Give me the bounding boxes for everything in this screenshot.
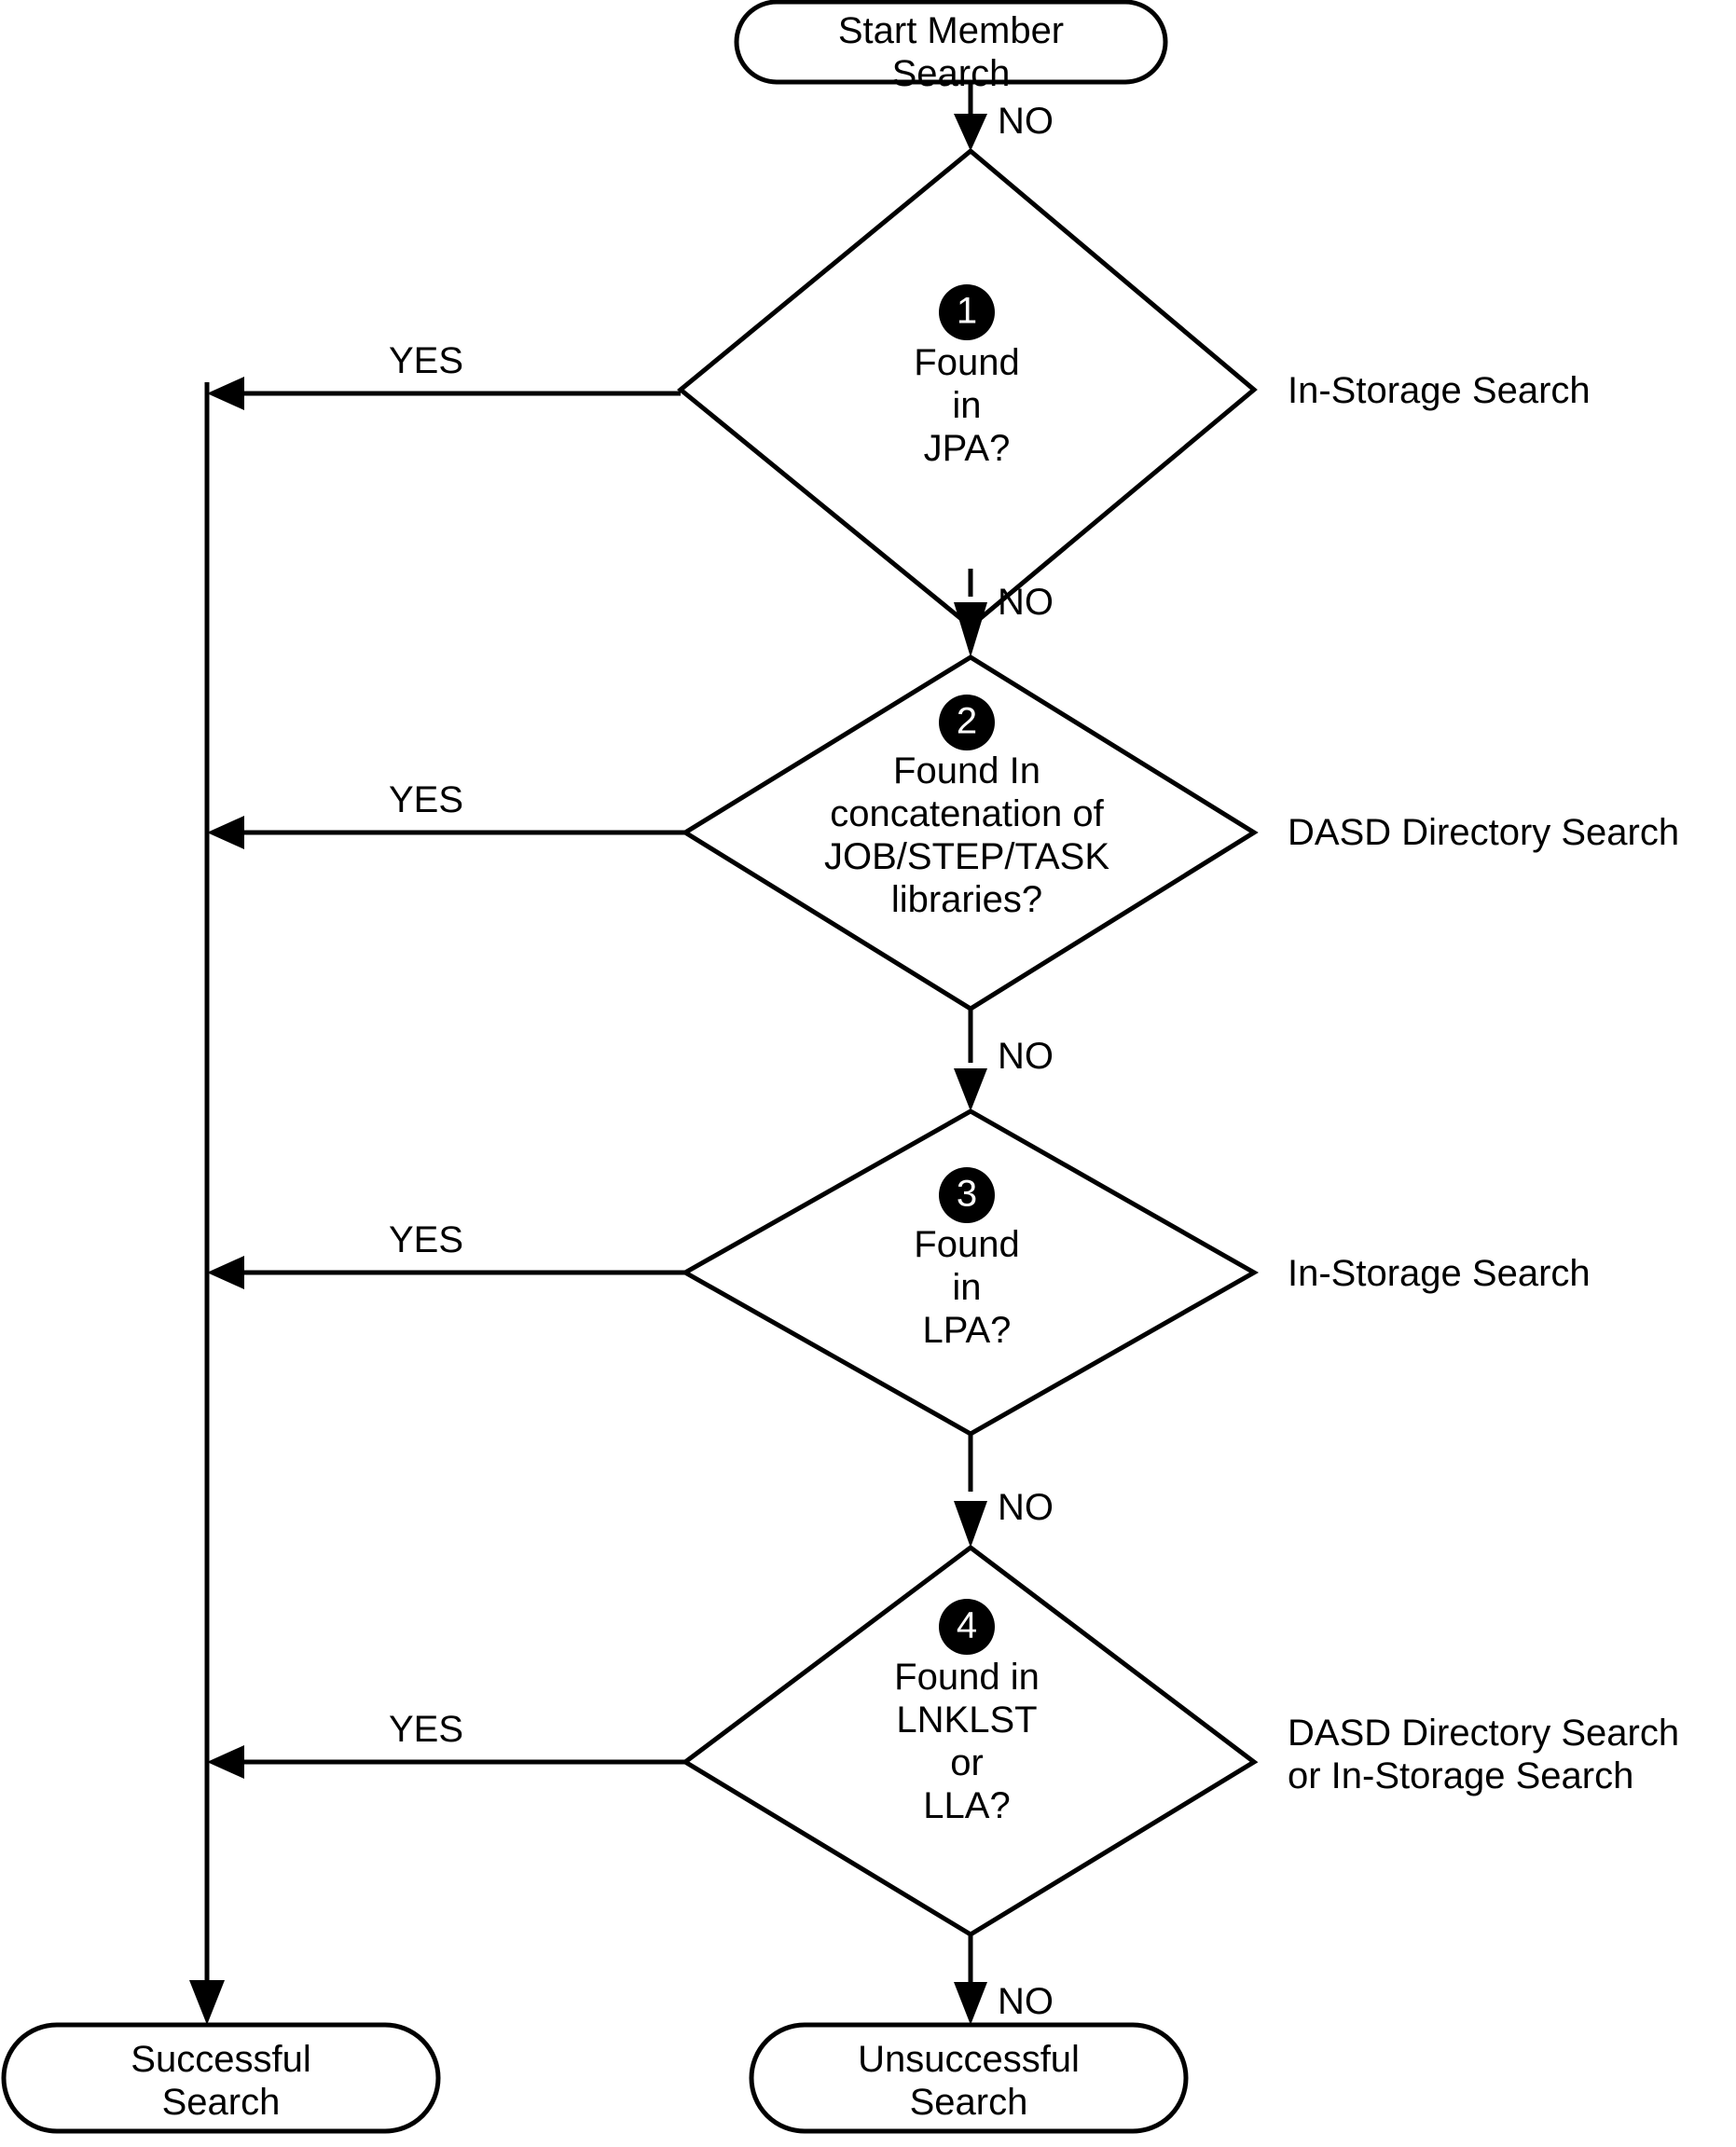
node-decision2-line4: libraries?	[891, 879, 1042, 920]
badge-3-circle	[939, 1167, 995, 1223]
edge-decision2-to-decision3: NO	[954, 1009, 1054, 1111]
node-decision3[interactable]: 3 Found in LPA?	[680, 1108, 1260, 1437]
node-start[interactable]: Start Member Search	[734, 0, 1168, 94]
node-success-line2: Search	[162, 2082, 281, 2123]
edge-decision4-to-failure: NO	[954, 1934, 1054, 2025]
side-label-decision4-line1: DASD Directory Search	[1288, 1713, 1679, 1754]
side-label-decision2: DASD Directory Search	[1288, 812, 1679, 853]
edge-label-decision3-no: NO	[998, 1487, 1054, 1528]
edge-decision3-yes: YES	[207, 1219, 685, 1289]
node-decision1-line3: JPA?	[924, 428, 1011, 469]
edge-label-start-no: NO	[998, 101, 1054, 142]
node-decision4-line2: LNKLST	[896, 1700, 1037, 1741]
node-failure-line1: Unsuccessful	[858, 2039, 1080, 2080]
badge-2-circle	[939, 695, 995, 750]
node-decision2[interactable]: 2 Found In concatenation of JOB/STEP/TAS…	[681, 654, 1259, 1012]
edge-label-decision3-yes: YES	[389, 1219, 463, 1260]
node-decision4-line1: Found in	[894, 1657, 1040, 1698]
badge-2-number: 2	[957, 701, 977, 742]
node-decision3-line2: in	[952, 1267, 981, 1308]
node-decision1[interactable]: 1 Found in JPA?	[677, 147, 1258, 630]
node-start-line2: Search	[892, 53, 1011, 94]
node-decision2-line2: concatenation of	[830, 793, 1104, 834]
badge-1-circle	[939, 284, 995, 340]
edge-decision4-yes: YES	[207, 1709, 685, 1779]
edge-yes-trunk-to-success	[189, 382, 225, 2025]
side-label-decision4-line2: or In-Storage Search	[1288, 1755, 1633, 1796]
node-decision1-line2: in	[952, 385, 981, 426]
node-failure[interactable]: Unsuccessful Search	[749, 2022, 1189, 2134]
edge-label-decision1-no: NO	[998, 582, 1054, 623]
edge-decision2-yes: YES	[207, 779, 685, 849]
badge-3-number: 3	[957, 1174, 977, 1215]
node-decision4-line3: or	[950, 1742, 984, 1783]
edge-decision1-yes: YES	[207, 340, 681, 410]
node-decision3-line1: Found	[914, 1224, 1019, 1265]
edge-label-decision1-yes: YES	[389, 340, 463, 381]
badge-4-number: 4	[957, 1605, 977, 1646]
edge-decision1-to-decision2: NO	[954, 569, 1054, 657]
edge-label-decision2-no: NO	[998, 1036, 1054, 1077]
node-success[interactable]: Successful Search	[1, 2022, 441, 2134]
node-start-line1: Start Member	[838, 10, 1064, 51]
badge-1-number: 1	[957, 291, 977, 332]
edge-label-decision4-yes: YES	[389, 1709, 463, 1750]
node-success-line1: Successful	[131, 2039, 310, 2080]
side-label-decision3: In-Storage Search	[1288, 1253, 1591, 1294]
edge-label-decision2-yes: YES	[389, 779, 463, 820]
side-label-decision1: In-Storage Search	[1288, 370, 1591, 411]
node-decision4[interactable]: 4 Found in LNKLST or LLA?	[681, 1544, 1259, 1937]
node-decision3-line3: LPA?	[923, 1310, 1012, 1351]
edge-label-decision4-no: NO	[998, 1981, 1054, 2022]
node-decision4-line4: LLA?	[923, 1785, 1010, 1826]
node-decision2-line1: Found In	[893, 750, 1040, 791]
node-decision1-line1: Found	[914, 342, 1019, 383]
node-decision2-line3: JOB/STEP/TASK	[824, 836, 1109, 877]
edge-start-to-decision1: NO	[954, 82, 1054, 151]
badge-4-circle	[939, 1599, 995, 1655]
node-failure-line2: Search	[910, 2082, 1028, 2123]
edge-decision3-to-decision4: NO	[954, 1434, 1054, 1548]
